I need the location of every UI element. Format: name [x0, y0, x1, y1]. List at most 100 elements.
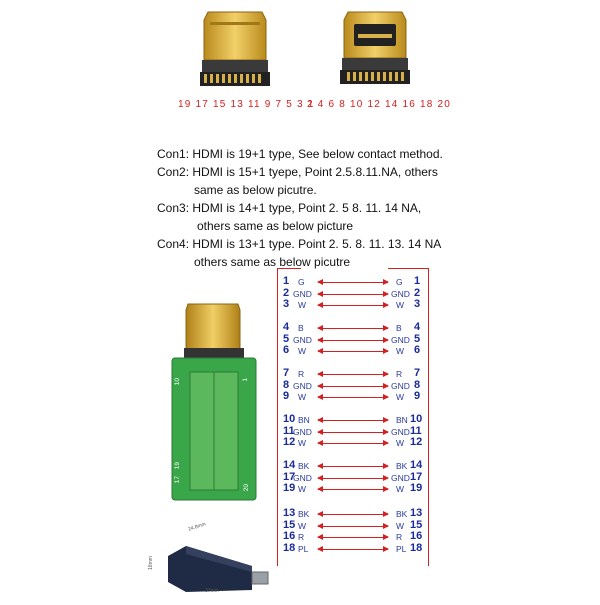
- pin-number-right: 6: [414, 344, 421, 356]
- signal-label-left: BN: [298, 415, 310, 425]
- hdmi-breakout-board-image: [168, 300, 260, 505]
- pcb-label-1: 1: [242, 378, 249, 382]
- signal-label-left: G: [298, 277, 305, 287]
- signal-label-left: W: [298, 300, 307, 310]
- pin-number-right: 14: [410, 459, 423, 471]
- pin-number-right: 16: [410, 530, 423, 542]
- pin-number-right: 13: [410, 507, 423, 519]
- connection-arrow: [317, 348, 389, 354]
- connection-arrow: [317, 486, 389, 492]
- signal-label-right: R: [396, 369, 403, 379]
- pin-labels-even: 2 4 6 8 10 12 14 16 18 20: [307, 99, 451, 110]
- signal-label-right: W: [396, 392, 405, 402]
- pin-number-right: 7: [414, 367, 421, 379]
- pcb-label-10: 10: [174, 378, 181, 386]
- pin-number-left: 2: [283, 286, 290, 299]
- diagram-top-left-border: [277, 268, 301, 269]
- pin-number-right: 10: [410, 413, 423, 425]
- connection-arrow: [317, 382, 389, 389]
- connection-arrow: [317, 417, 389, 423]
- signal-label-right: GND: [391, 288, 410, 299]
- signal-label-left: W: [298, 520, 307, 531]
- connection-arrow: [317, 534, 389, 540]
- pin-number-right: 17: [410, 470, 423, 483]
- pin-number-right: 11: [410, 424, 422, 437]
- signal-label-right: GND: [391, 426, 410, 437]
- signal-label-left: GND: [293, 472, 312, 483]
- signal-label-right: PL: [396, 543, 407, 554]
- description-line-4: Con3: HDMI is 14+1 type, Point 2. 5 8. 1…: [157, 201, 422, 215]
- pin-number-left: 9: [283, 390, 290, 402]
- connection-arrow: [317, 336, 389, 343]
- connection-arrow: [317, 279, 389, 285]
- signal-label-right: W: [396, 346, 405, 356]
- signal-label-right: W: [396, 438, 405, 448]
- description-line-7: others same as below picutre: [194, 255, 351, 269]
- signal-label-right: GND: [391, 334, 410, 345]
- signal-label-left: BK: [298, 509, 310, 519]
- pin-number-right: 2: [414, 286, 421, 299]
- diagram-right-border: [428, 268, 429, 566]
- signal-label-right: R: [396, 532, 403, 542]
- pin-number-left: 10: [283, 413, 296, 425]
- pin-number-left: 13: [283, 507, 296, 519]
- description-line-5: others same as below picture: [197, 219, 354, 233]
- description-line-1: Con1: HDMI is 19+1 type, See below conta…: [157, 147, 443, 161]
- pin-number-right: 5: [414, 332, 421, 345]
- signal-label-left: BK: [298, 461, 310, 471]
- signal-label-right: BN: [396, 415, 408, 425]
- connection-arrow: [317, 325, 389, 331]
- pin-number-left: 12: [283, 436, 296, 448]
- pcb-screw-terminals: [190, 372, 238, 490]
- signal-label-left: GND: [293, 288, 312, 299]
- signal-label-left: R: [298, 532, 305, 542]
- connection-arrow: [317, 545, 389, 552]
- pcb-label-19: 19: [174, 462, 181, 470]
- signal-label-right: W: [396, 520, 405, 531]
- signal-label-right: G: [396, 277, 403, 287]
- connection-arrow: [317, 428, 389, 435]
- pin-number-left: 14: [283, 459, 296, 471]
- signal-label-right: W: [396, 484, 405, 494]
- signal-label-right: GND: [391, 380, 410, 391]
- pin-number-right: 1: [414, 275, 421, 287]
- connection-arrow: [317, 463, 389, 469]
- connection-arrow: [317, 302, 389, 308]
- pin-labels-odd: 19 17 15 13 11 9 7 5 3 1: [178, 99, 315, 110]
- signal-label-right: BK: [396, 509, 408, 519]
- signal-label-left: W: [298, 438, 307, 448]
- pin-number-right: 15: [410, 518, 423, 531]
- signal-label-left: GND: [293, 380, 312, 391]
- pin-number-left: 11: [283, 424, 295, 437]
- description-line-3: same as below picutre.: [194, 183, 317, 197]
- hdmi-connector-back-image: [320, 8, 430, 90]
- signal-label-left: GND: [293, 426, 312, 437]
- pcb-label-17: 17: [174, 476, 181, 484]
- signal-label-left: R: [298, 369, 305, 379]
- signal-label-left: W: [298, 392, 307, 402]
- pin-number-left: 5: [283, 332, 290, 345]
- pcb-label-20: 20: [243, 484, 250, 492]
- hdmi-connector-front-image: [180, 8, 290, 90]
- pin-number-left: 8: [283, 378, 290, 391]
- connection-arrow: [317, 394, 389, 400]
- pin-number-right: 3: [414, 298, 421, 310]
- pin-number-right: 19: [410, 482, 423, 494]
- pin-number-left: 6: [283, 344, 290, 356]
- diagram-left-border: [277, 268, 278, 566]
- signal-label-left: PL: [298, 543, 309, 554]
- signal-label-left: W: [298, 484, 307, 494]
- signal-label-right: B: [396, 323, 402, 333]
- connection-arrow: [317, 371, 389, 377]
- hdmi-cable-plug-image: [160, 520, 275, 600]
- dimension-label-height: 18mm: [147, 556, 154, 570]
- pin-number-right: 18: [410, 541, 423, 554]
- diagram-top-right-border: [388, 268, 428, 269]
- connection-arrow: [317, 440, 389, 446]
- connection-arrow: [317, 290, 389, 297]
- connection-arrow: [317, 522, 389, 529]
- pin-number-right: 9: [414, 390, 421, 402]
- signal-label-right: W: [396, 300, 405, 310]
- pin-number-left: 19: [283, 482, 296, 494]
